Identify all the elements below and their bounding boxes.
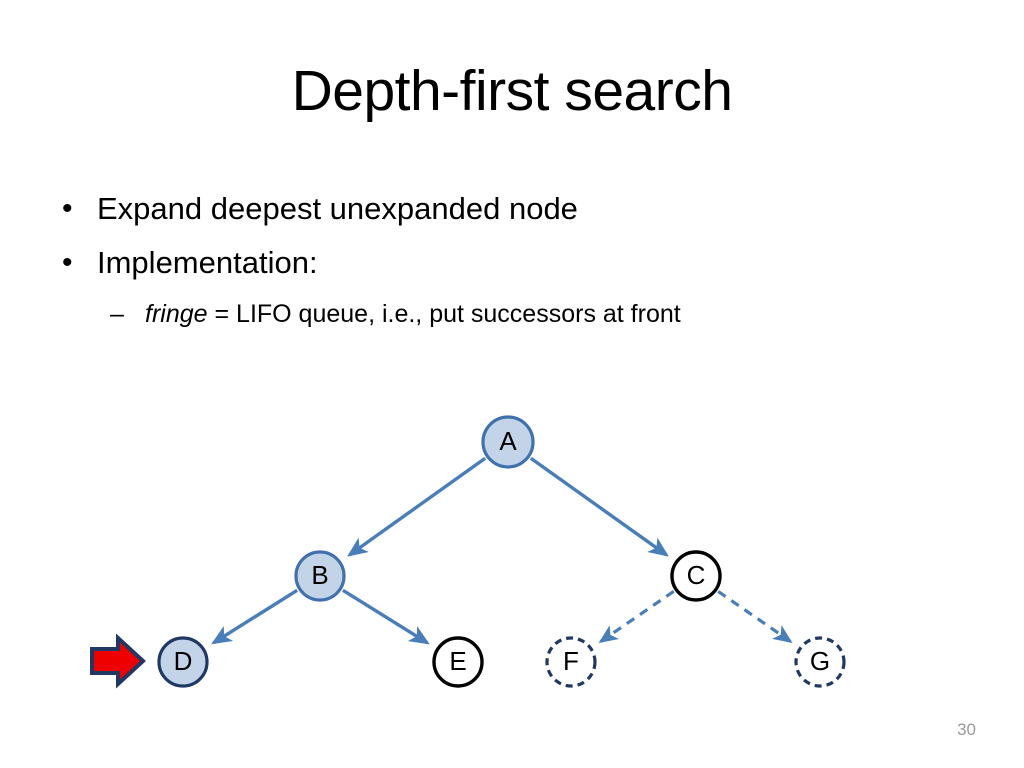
node-circle	[794, 636, 846, 688]
node-circle	[432, 636, 484, 688]
list-item: • Expand deepest unexpanded node	[0, 186, 1024, 240]
tree-edge-b-d	[211, 588, 299, 645]
tree-node-d[interactable]: D	[157, 636, 209, 688]
tree-nodes-layer: A B C D E F G	[157, 415, 846, 688]
bullet-marker-icon: •	[62, 192, 73, 225]
red-arrow-icon	[90, 633, 146, 689]
bullet-text: Expand deepest unexpanded node	[97, 191, 578, 226]
list-item: • Implementation:	[0, 240, 1024, 294]
tree-edge-a-c	[529, 456, 669, 557]
tree-edge-a-b	[347, 456, 487, 557]
node-circle	[670, 550, 722, 602]
tree-edges-layer	[211, 456, 793, 645]
node-label: C	[687, 560, 706, 590]
bullet-list: • Expand deepest unexpanded node • Imple…	[0, 186, 1024, 340]
tree-edge-b-e	[342, 588, 430, 645]
sub-bullet-emphasis: fringe	[145, 300, 208, 328]
tree-node-e[interactable]: E	[432, 636, 484, 688]
tree-node-c[interactable]: C	[670, 550, 722, 602]
node-circle	[545, 636, 597, 688]
bullet-text: Implementation:	[97, 245, 318, 280]
page-number: 30	[957, 720, 976, 739]
sub-bullet-text: fringe = LIFO queue, i.e., put successor…	[145, 294, 681, 334]
node-label: B	[311, 560, 328, 590]
node-label: E	[449, 646, 466, 676]
node-label: F	[563, 646, 579, 676]
tree-node-a[interactable]: A	[481, 415, 535, 469]
page-title: Depth-first search	[291, 59, 733, 123]
bullet-marker-icon: •	[62, 246, 73, 279]
sub-list-item: – fringe = LIFO queue, i.e., put success…	[0, 294, 1024, 340]
node-circle	[481, 415, 535, 469]
node-label: D	[174, 646, 193, 676]
tree-edge-c-g	[717, 590, 793, 643]
node-label: G	[810, 646, 830, 676]
node-circle	[294, 550, 346, 602]
sub-bullet-rest: = LIFO queue, i.e., put successors at fr…	[207, 300, 681, 328]
tree-node-b[interactable]: B	[294, 550, 346, 602]
dash-marker-icon: –	[110, 300, 124, 328]
node-label: A	[499, 426, 517, 456]
tree-edge-c-f	[598, 589, 675, 644]
node-circle	[157, 636, 209, 688]
tree-node-g[interactable]: G	[794, 636, 846, 688]
tree-node-f[interactable]: F	[545, 636, 597, 688]
